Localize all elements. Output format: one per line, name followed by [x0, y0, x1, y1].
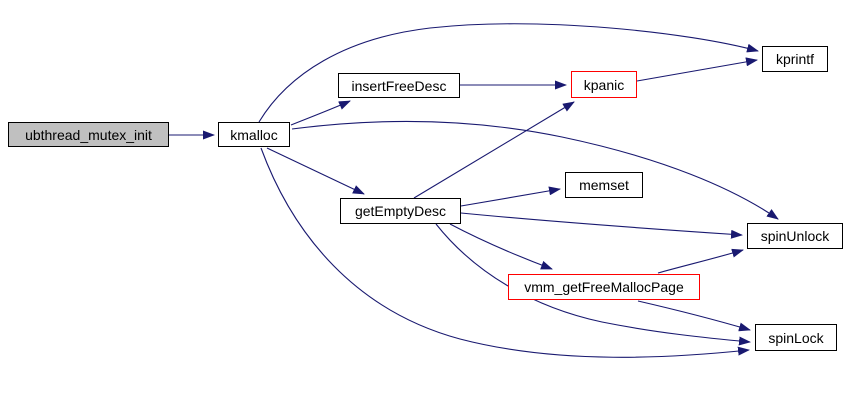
node-kmalloc[interactable]: kmalloc	[218, 122, 290, 147]
edge-kmalloc-to-insertFreeDesc	[290, 100, 351, 126]
edge-getEmptyDesc-to-memset	[460, 186, 561, 207]
node-kpanic[interactable]: kpanic	[571, 71, 637, 98]
node-insertFreeDesc[interactable]: insertFreeDesc	[338, 73, 460, 98]
edge-kmalloc-to-kprintf	[258, 23, 759, 123]
node-getEmptyDesc[interactable]: getEmptyDesc	[340, 198, 461, 224]
edge-kpanic-to-kprintf	[636, 57, 758, 82]
edge-getEmptyDesc-to-spinUnlock	[460, 212, 743, 239]
node-spinUnlock[interactable]: spinUnlock	[747, 223, 843, 249]
node-vmm_getFreeMallocPage[interactable]: vmm_getFreeMallocPage	[508, 274, 700, 300]
edge-vmm_getFreeMallocPage-to-spinUnlock	[657, 248, 744, 274]
edge-getEmptyDesc-to-spinLock	[435, 223, 751, 346]
node-kprintf[interactable]: kprintf	[762, 46, 828, 72]
node-memset[interactable]: memset	[565, 172, 643, 198]
edge-vmm_getFreeMallocPage-to-spinLock	[637, 300, 751, 332]
edge-getEmptyDesc-to-kpanic	[413, 101, 575, 199]
edge-kmalloc-to-spinLock	[260, 147, 750, 358]
node-spinLock[interactable]: spinLock	[755, 324, 837, 351]
edge-kmalloc-to-spinUnlock	[291, 120, 779, 220]
node-ubthread_mutex_init: ubthread_mutex_init	[8, 122, 169, 147]
edge-kmalloc-to-getEmptyDesc	[266, 147, 365, 195]
edge-getEmptyDesc-to-vmm_getFreeMallocPage	[449, 223, 553, 270]
